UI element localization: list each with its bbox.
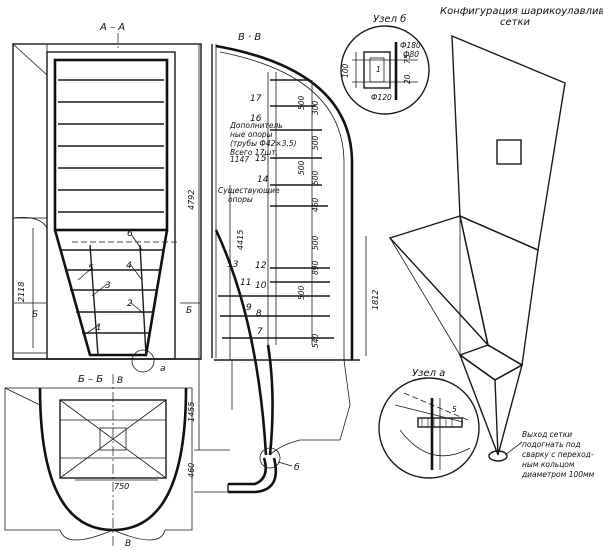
item-17: 17 bbox=[250, 94, 262, 104]
additional-supports-l4: Всего 17шт. bbox=[230, 148, 278, 157]
dim-500e: 500 bbox=[311, 235, 320, 250]
item-9: 9 bbox=[246, 303, 252, 313]
node-b-title: Узел б bbox=[373, 13, 406, 25]
dim-300: 300 bbox=[311, 100, 320, 115]
callout-a-circle bbox=[131, 349, 155, 373]
grid-slats bbox=[58, 79, 164, 213]
hopper bbox=[53, 229, 169, 357]
node-b-item1: 1 bbox=[376, 65, 381, 74]
dim-500a: 500 bbox=[297, 95, 306, 110]
callout-a-label: а bbox=[160, 364, 166, 374]
mark-b-left: Б bbox=[32, 310, 38, 320]
dim-460a: 460 bbox=[311, 197, 320, 212]
outlet-ring bbox=[488, 450, 508, 462]
support-rods bbox=[218, 79, 334, 339]
existing-supports-l2: опоры bbox=[228, 195, 253, 204]
node-b-circle bbox=[340, 25, 430, 115]
node-a: Узел а 5 bbox=[378, 368, 480, 479]
existing-supports-l1: Существующие bbox=[218, 186, 280, 195]
dim-890: 890 bbox=[311, 260, 320, 275]
dim-4792: 4792 bbox=[187, 190, 196, 210]
dim-4415: 4415 bbox=[236, 230, 245, 250]
dim-540: 540 bbox=[311, 333, 320, 348]
outlet-note-l2: подогнать под bbox=[522, 440, 581, 449]
additional-supports-l3: (трубы Ф42×3,5) bbox=[230, 139, 297, 148]
additional-supports-l2: ные опоры bbox=[230, 130, 273, 139]
outer-curve bbox=[215, 44, 354, 360]
plan-v-bottom: В bbox=[125, 539, 131, 549]
section-vv-title: В · В bbox=[238, 32, 261, 43]
item-6: 6 bbox=[127, 229, 133, 239]
item-7: 7 bbox=[257, 327, 263, 337]
plan-v-top: В bbox=[117, 376, 123, 386]
dim-1147: 1147 bbox=[230, 155, 249, 164]
callout-b-circle bbox=[259, 447, 281, 469]
item-8: 8 bbox=[256, 309, 262, 319]
dim-500b: 500 bbox=[311, 135, 320, 150]
plan-bowl bbox=[38, 387, 188, 532]
dim-500d: 500 bbox=[311, 170, 320, 185]
outlet-note-l5: диаметром 100мм bbox=[521, 470, 595, 479]
dim-460b: 460 bbox=[187, 463, 196, 478]
plan-inner-box bbox=[59, 399, 167, 479]
additional-supports-l1: Дополнитель bbox=[229, 121, 283, 130]
plan-bb: Б – Б В В 750 bbox=[4, 374, 193, 549]
node-b: Узел б 100 Ф180 Ф80 75 20 1 Ф120 bbox=[340, 13, 430, 115]
node-b-phi80: Ф80 bbox=[403, 50, 419, 59]
panel-window bbox=[496, 139, 522, 165]
item-16: 16 bbox=[250, 114, 262, 124]
item-12: 12 bbox=[255, 261, 267, 271]
item-13: 13 bbox=[227, 260, 239, 270]
node-b-20: 20 bbox=[403, 74, 412, 84]
item-1: 1 bbox=[96, 323, 102, 333]
dim-2118: 2118 bbox=[17, 282, 26, 302]
node-a-circle bbox=[378, 377, 480, 479]
item-2: 2 bbox=[127, 299, 133, 309]
node-b-phi120: Ф120 bbox=[371, 93, 392, 102]
item-11: 11 bbox=[240, 278, 251, 288]
dim-750: 750 bbox=[114, 482, 129, 491]
inner-frame bbox=[46, 51, 176, 360]
item-14: 14 bbox=[257, 175, 269, 185]
item-4: 4 bbox=[126, 261, 132, 271]
config-title-l1: Конфигурация шарикоулавливающей bbox=[440, 6, 603, 17]
node-a-5: 5 bbox=[452, 405, 457, 414]
item-3: 3 bbox=[105, 281, 111, 291]
back-panel bbox=[451, 34, 566, 252]
outlet-note-l4: ным кольцом bbox=[522, 460, 575, 469]
mesh-configuration: Конфигурация шарикоулавливающей сетки Вы… bbox=[388, 6, 603, 479]
wedge bbox=[11, 43, 48, 76]
mesh-frame bbox=[53, 58, 169, 232]
mark-b-right: Б bbox=[186, 306, 192, 316]
node-b-100: 100 bbox=[341, 63, 350, 78]
config-title-l2: сетки bbox=[500, 17, 531, 28]
section-aa: А – А 2118 Б bbox=[11, 22, 202, 374]
dim-500c: 500 bbox=[297, 160, 306, 175]
node-b-75: 75 bbox=[403, 54, 412, 64]
outlet-pipe bbox=[228, 457, 267, 486]
funnel-right bbox=[266, 344, 274, 456]
section-vv: В · В б bbox=[187, 32, 380, 494]
node-b-phi180: Ф180 bbox=[400, 41, 421, 50]
outlet-note-l3: сварку с переход- bbox=[522, 450, 594, 459]
dim-1812: 1812 bbox=[371, 290, 380, 310]
dim-500f: 500 bbox=[297, 285, 306, 300]
funnel-left bbox=[214, 229, 268, 456]
callout-b-label: б bbox=[294, 463, 300, 473]
dim-1455: 1455 bbox=[187, 402, 196, 422]
outlet-note-l1: Выход сетки bbox=[522, 430, 572, 439]
item-15: 15 bbox=[255, 154, 267, 164]
node-a-title: Узел а bbox=[412, 368, 445, 379]
plan-bb-title: Б – Б bbox=[78, 374, 103, 385]
section-aa-title: А – А bbox=[99, 22, 125, 33]
item-10: 10 bbox=[255, 281, 267, 291]
